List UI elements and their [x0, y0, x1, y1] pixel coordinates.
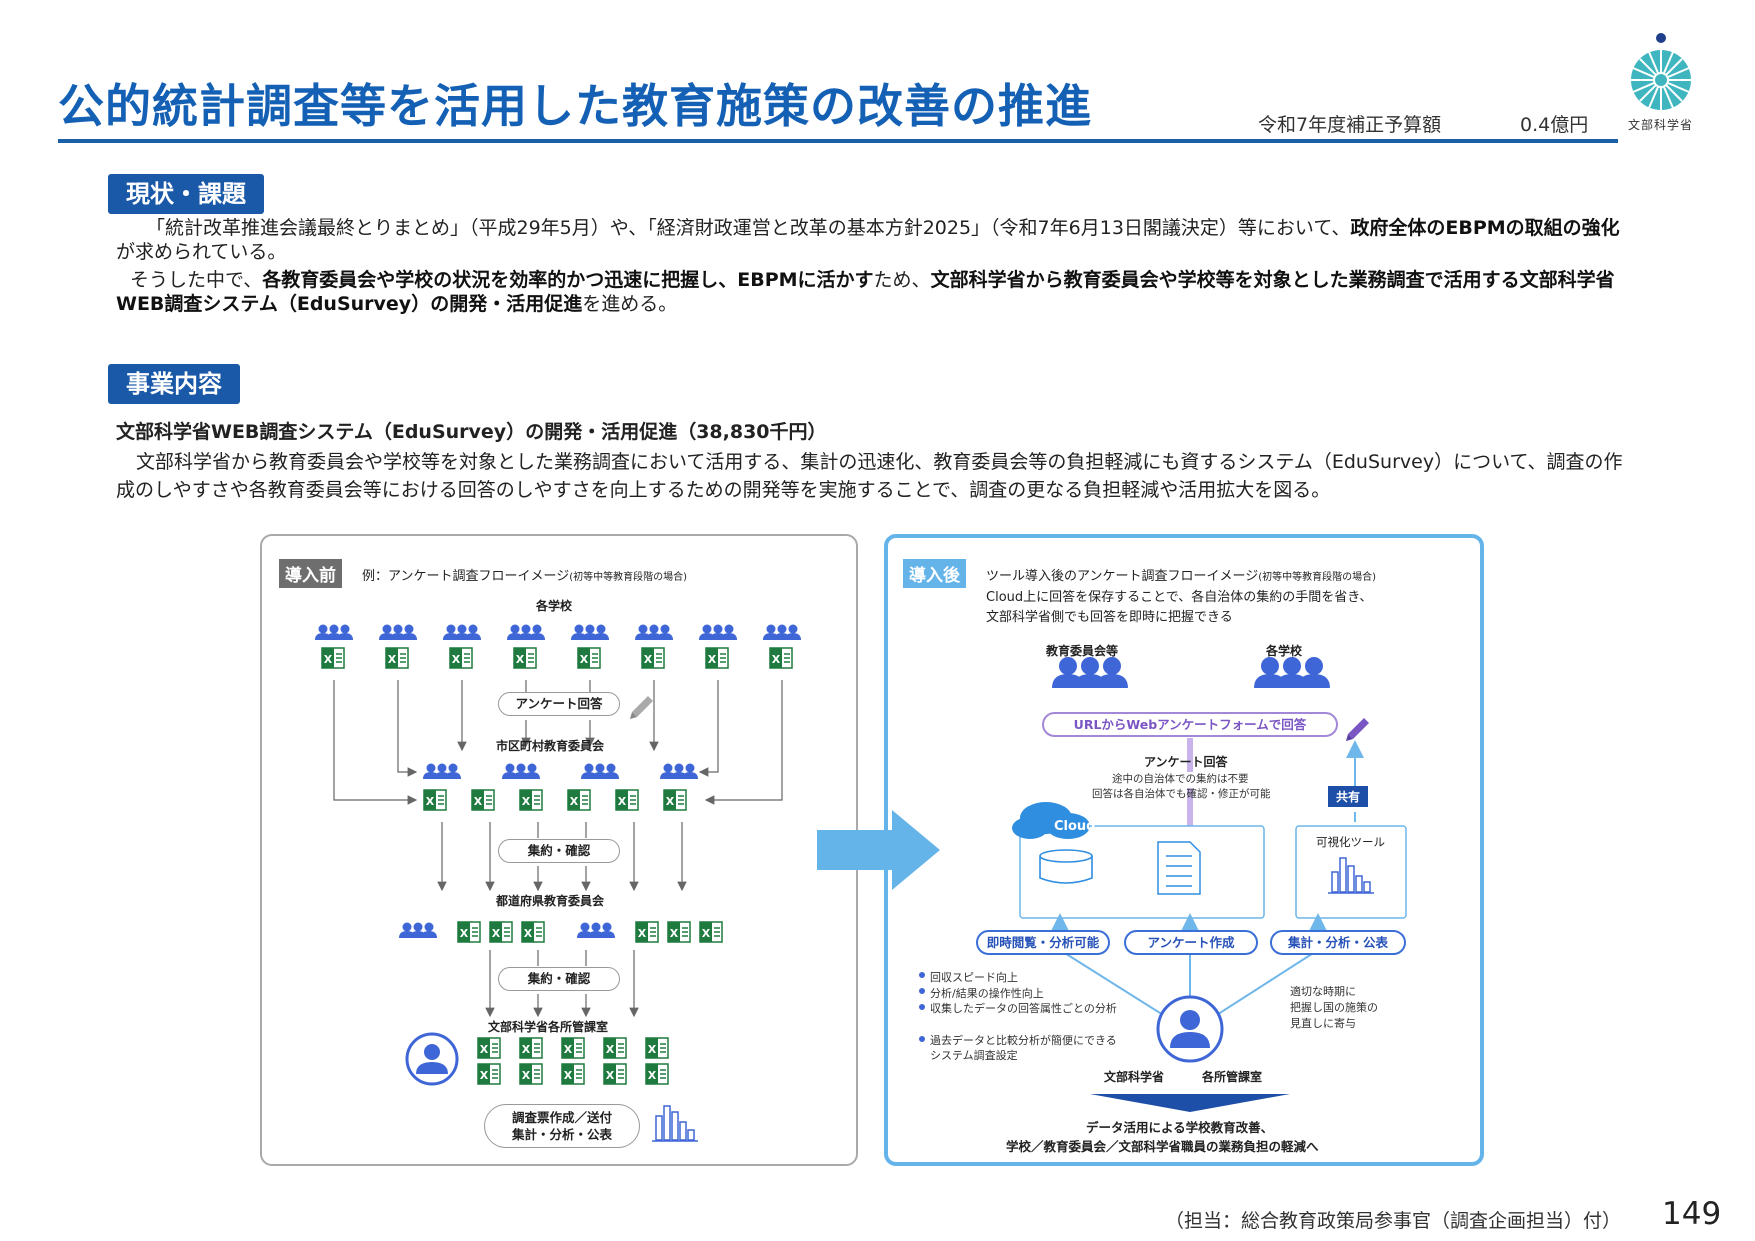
- section-badge-status: 現状・課題: [108, 174, 264, 214]
- budget-value: 0.4億円: [1520, 114, 1589, 136]
- budget-label: 令和7年度補正予算額: [1258, 114, 1442, 136]
- page-number: 149: [1662, 1196, 1722, 1232]
- after-share-tag: 共有: [1328, 786, 1369, 807]
- after-cloud-label: Cloud: [1054, 819, 1096, 834]
- page-title: 公的統計調査等を活用した教育施策の改善の推進: [58, 79, 1092, 133]
- status-p2-text-bold1: 各教育委員会や学校の状況を効率的かつ迅速に把握し、EBPMに活かす: [262, 269, 874, 291]
- after-answer-label: アンケート回答: [1144, 755, 1228, 769]
- before-schools-label: 各学校: [536, 599, 573, 613]
- after-publish-pill: 集計・分析・公表: [1270, 930, 1406, 955]
- status-paragraph-1: 「統計改革推進会議最終とりまとめ」（平成29年5月）や、「経済財政運営と改革の基…: [116, 216, 1626, 264]
- before-caption-main: 例：アンケート調査フローイメージ: [362, 569, 570, 584]
- after-right-note-3: 見直しに寄与: [1290, 1017, 1356, 1030]
- after-bullet-1: 回収スピード向上: [930, 971, 1018, 984]
- status-p1-text-c: が求められている。: [116, 241, 287, 263]
- status-p2-text-a: そうした中で、: [130, 269, 263, 291]
- after-url-pill: URLからWebアンケートフォームで回答: [1042, 712, 1338, 737]
- ministry-logo-caption: 文部科学省: [1628, 118, 1694, 132]
- after-note-2: 回答は各自治体でも確認・修正が可能: [1092, 788, 1271, 800]
- after-bullet-2: 分析/結果の操作性向上: [930, 987, 1044, 1000]
- before-final-line-1: 調査票作成／送付: [511, 1110, 612, 1125]
- status-p2-text-e: を進める。: [582, 293, 678, 315]
- after-ministry-b: 各所管課室: [1202, 1070, 1263, 1084]
- after-create-pill: アンケート作成: [1124, 930, 1258, 955]
- after-caption-note: (初等中等教育段階の場合): [1258, 572, 1377, 583]
- status-p1-text-bold: 政府全体のEBPMの取組の強化: [1350, 217, 1620, 239]
- before-caption-note: (初等中等教育段階の場合): [569, 572, 688, 583]
- after-desc-2: 文部科学省側でも回答を即時に把握できる: [986, 610, 1233, 625]
- after-caption-main: ツール導入後のアンケート調査フローイメージ: [986, 569, 1259, 584]
- before-tag: 導入前: [279, 559, 342, 588]
- before-prefecture-label: 都道府県教育委員会: [496, 894, 605, 908]
- after-instant-pill: 即時閲覧・分析可能: [976, 930, 1110, 955]
- after-note-1: 途中の自治体での集約は不要: [1112, 773, 1249, 785]
- title-underline: [58, 139, 1618, 143]
- after-caption: ツール導入後のアンケート調査フローイメージ(初等中等教育段階の場合): [986, 565, 1376, 584]
- after-viz-label: 可視化ツール: [1316, 835, 1385, 849]
- content-heading: 文部科学省WEB調査システム（EduSurvey）の開発・活用促進（38,830…: [116, 421, 827, 443]
- before-caption: 例：アンケート調査フローイメージ(初等中等教育段階の場合): [362, 565, 687, 584]
- after-outcome-2: 学校／教育委員会／文部科学省職員の業務負担の軽減へ: [1006, 1139, 1319, 1154]
- status-p2-text-c: ため、: [873, 269, 931, 291]
- before-aggregate-pill-2: 集約・確認: [498, 967, 620, 991]
- status-paragraph-2: そうした中で、各教育委員会や学校の状況を効率的かつ迅速に把握し、EBPMに活かす…: [116, 268, 1626, 316]
- content-body: 文部科学省から教育委員会や学校等を対象とした業務調査において活用する、集計の迅速…: [116, 451, 1623, 501]
- footer-contact: （担当：総合教育政策局参事官（調査企画担当）付）: [1165, 1210, 1622, 1232]
- after-ministry-a: 文部科学省: [1104, 1070, 1165, 1084]
- after-desc-1: Cloud上に回答を保存することで、各自治体の集約の手間を省き、: [986, 590, 1373, 605]
- after-outcome-1: データ活用による学校教育改善、: [1086, 1120, 1274, 1135]
- after-tag: 導入後: [903, 559, 966, 588]
- after-right-note-2: 把握し国の施策の: [1290, 1001, 1378, 1014]
- section-badge-content: 事業内容: [108, 364, 240, 404]
- after-right-note-1: 適切な時期に: [1290, 985, 1356, 998]
- before-final-line-2: 集計・分析・公表: [511, 1127, 612, 1142]
- before-answer-pill: アンケート回答: [498, 692, 620, 716]
- after-bullet-4: 過去データと比較分析が簡便にできるシステム調査設定: [930, 1034, 1117, 1062]
- after-bullet-3: 収集したデータの回答属性ごとの分析: [930, 1002, 1117, 1015]
- before-ministry-label: 文部科学省各所管課室: [488, 1020, 609, 1034]
- status-p1-text-a: 「統計改革推進会議最終とりまとめ」（平成29年5月）や、「経済財政運営と改革の基…: [146, 217, 1351, 239]
- before-final-pill: 調査票作成／送付 集計・分析・公表: [484, 1104, 640, 1148]
- status-p2-text-bold2: 文部科学省から教育委員会や学校等を対象とした業務調査で活用する文部科学省WEB調…: [116, 269, 1615, 315]
- after-boards-label: 教育委員会等: [1046, 644, 1119, 658]
- after-panel: [884, 534, 1484, 1166]
- ministry-logo-icon: [1631, 33, 1691, 110]
- before-aggregate-pill-1: 集約・確認: [498, 839, 620, 863]
- before-municipal-label: 市区町村教育委員会: [496, 739, 605, 753]
- after-schools-label: 各学校: [1266, 644, 1303, 658]
